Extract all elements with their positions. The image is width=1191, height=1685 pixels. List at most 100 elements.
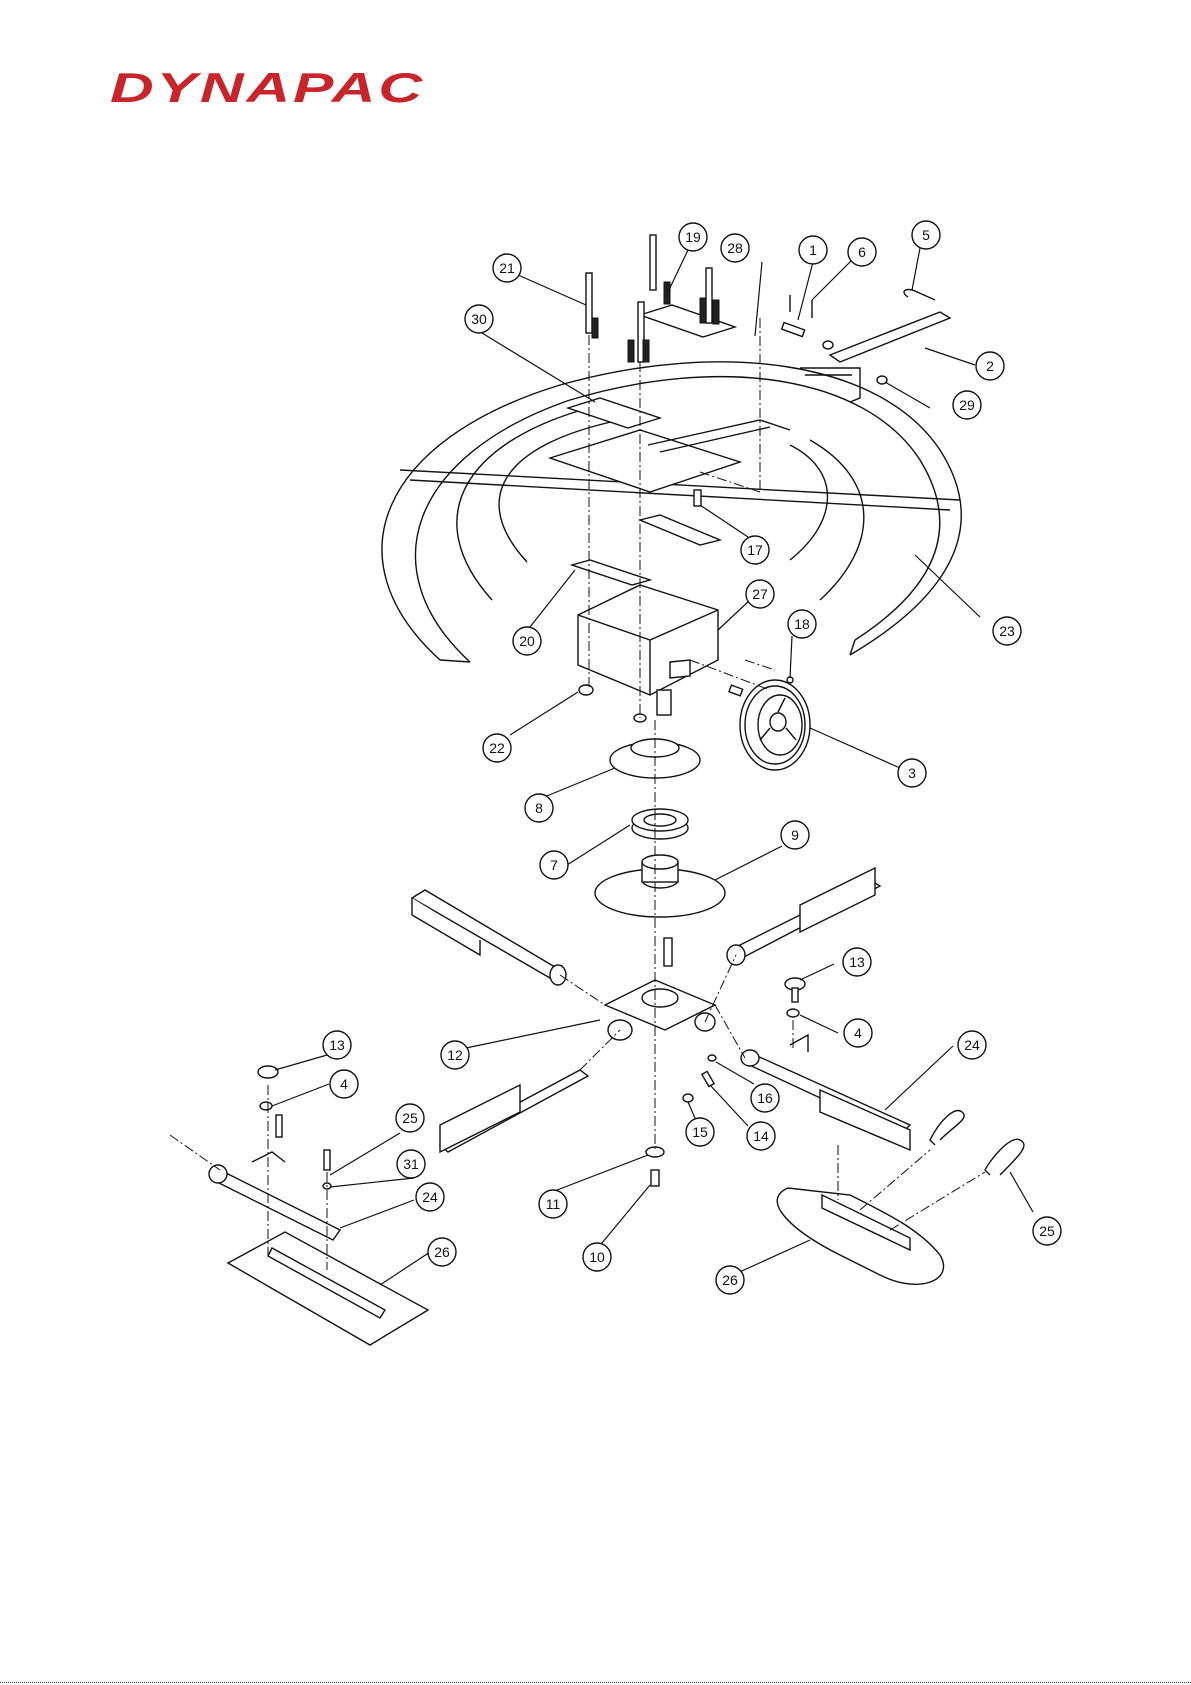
key-part (664, 938, 672, 966)
callout-24: 24 (958, 1031, 986, 1059)
callout-18-label: 18 (794, 616, 810, 632)
callout-28: 28 (721, 234, 749, 262)
bolt-13-left-part (258, 1066, 278, 1078)
callout-26-label: 26 (722, 1272, 738, 1288)
callout-25-label: 25 (402, 1110, 418, 1126)
callout-22-label: 22 (489, 740, 505, 756)
callout-31: 31 (397, 1150, 425, 1178)
callout-6: 6 (848, 238, 876, 266)
callout-26: 26 (716, 1266, 744, 1294)
callout-4: 4 (330, 1070, 358, 1098)
nut-4-right-part (787, 1009, 799, 1017)
callout-31-label: 31 (403, 1156, 419, 1172)
callout-9: 9 (781, 821, 809, 849)
callout-26-label: 26 (434, 1244, 450, 1260)
callout-16: 16 (751, 1084, 779, 1112)
page-bottom-rule (0, 1682, 1191, 1683)
callout-5: 5 (912, 221, 940, 249)
strip-17-part (640, 515, 720, 545)
callout-2: 2 (976, 352, 1004, 380)
arm-24-left-part (213, 1170, 340, 1240)
callout-28-label: 28 (727, 240, 743, 256)
bracket-30-part (568, 398, 660, 428)
pan-26-right-part (777, 1188, 943, 1284)
callout-13: 13 (323, 1031, 351, 1059)
callout-24-label: 24 (422, 1189, 438, 1205)
nut-4-left-part (260, 1102, 272, 1110)
bearing-stack (595, 739, 725, 917)
callout-24-label: 24 (964, 1037, 980, 1053)
callout-11-label: 11 (546, 1196, 561, 1212)
pin-1-part (782, 322, 805, 336)
screw-17-part (694, 490, 701, 506)
callout-23: 23 (993, 617, 1021, 645)
bolt-10-part (651, 1170, 659, 1186)
callout-25: 25 (1033, 1217, 1061, 1245)
callout-13: 13 (843, 948, 871, 976)
callout-12: 12 (441, 1041, 469, 1069)
callout-11: 11 (539, 1190, 567, 1218)
callout-3: 3 (898, 759, 926, 787)
callout-8-label: 8 (535, 800, 543, 816)
callout-6-label: 6 (858, 244, 866, 260)
callout-7-label: 7 (550, 857, 558, 873)
callout-17-label: 17 (747, 542, 763, 558)
callout-5-label: 5 (922, 227, 930, 243)
bolt-21-part (586, 273, 592, 333)
callout-29-label: 29 (959, 397, 975, 413)
nut-15-part (683, 1094, 693, 1102)
callout-22: 22 (483, 734, 511, 762)
callout-24: 24 (416, 1183, 444, 1211)
callout-10: 10 (583, 1243, 611, 1271)
callout-19-label: 19 (685, 229, 701, 245)
callout-10-label: 10 (589, 1249, 605, 1265)
callout-21-label: 21 (499, 260, 515, 276)
handle-2-part (830, 312, 950, 362)
callout-4: 4 (844, 1019, 872, 1047)
nut-22-part (579, 685, 593, 695)
callout-23-label: 23 (999, 623, 1015, 639)
handle-assembly (782, 290, 950, 402)
callout-18: 18 (788, 610, 816, 638)
callout-20: 20 (513, 627, 541, 655)
callout-9-label: 9 (791, 827, 799, 843)
callout-17: 17 (741, 536, 769, 564)
callout-27-label: 27 (752, 586, 768, 602)
callout-1-label: 1 (809, 242, 817, 258)
callout-4-label: 4 (340, 1076, 348, 1092)
pulley-part (740, 680, 810, 770)
callout-13-label: 13 (849, 954, 865, 970)
callout-25-label: 25 (1039, 1223, 1055, 1239)
callout-7: 7 (540, 851, 568, 879)
callout-13-label: 13 (329, 1037, 345, 1053)
callout-21: 21 (493, 254, 521, 282)
plug-16-part (708, 1055, 716, 1061)
callout-8: 8 (525, 794, 553, 822)
strip-20-part (572, 560, 650, 585)
bolt-25-part (324, 1150, 330, 1170)
bracket-19-part (640, 305, 735, 337)
callout-19: 19 (679, 223, 707, 251)
callout-30-label: 30 (471, 311, 487, 327)
callout-20-label: 20 (519, 633, 535, 649)
callout-16-label: 16 (757, 1090, 773, 1106)
callout-2-label: 2 (986, 358, 994, 374)
spider-and-arms (209, 868, 910, 1240)
callout-1: 1 (799, 236, 827, 264)
bolts-group (586, 235, 719, 362)
callout-3-label: 3 (908, 765, 916, 781)
callout-29: 29 (953, 391, 981, 419)
callout-14: 14 (747, 1122, 775, 1150)
gearbox-part (578, 585, 718, 715)
float-pans (228, 1188, 944, 1345)
callout-27: 27 (746, 580, 774, 608)
bolt-19-part (650, 235, 656, 290)
callout-15: 15 (686, 1118, 714, 1146)
callout-26: 26 (428, 1238, 456, 1266)
screw-14-part (702, 1071, 714, 1086)
callout-4-label: 4 (854, 1025, 862, 1041)
callout-15-label: 15 (692, 1124, 708, 1140)
callout-12-label: 12 (447, 1047, 463, 1063)
callout-30: 30 (465, 305, 493, 333)
